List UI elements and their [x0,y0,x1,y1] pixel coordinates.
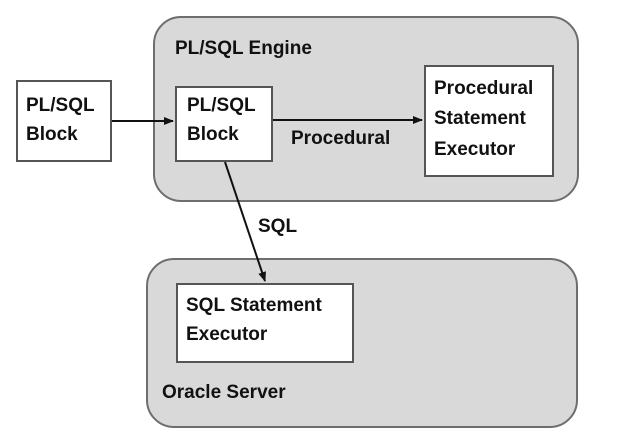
sql-executor-line1: SQL Statement [186,295,322,316]
inner-plsql-block-line1: PL/SQL [187,95,256,116]
procedural-executor-line1: Procedural [434,78,534,99]
plsql-engine-label: PL/SQL Engine [175,38,312,59]
inner-plsql-block-line2: Block [187,124,239,145]
outer-plsql-block: PL/SQL Block [16,80,112,162]
procedural-statement-executor: Procedural Statement Executor [424,65,554,177]
sql-statement-executor: SQL Statement Executor [176,283,354,363]
procedural-executor-line3: Executor [434,139,516,160]
procedural-executor-line2: Statement [434,108,526,129]
procedural-edge-label: Procedural [291,128,391,149]
sql-edge-label: SQL [258,216,298,237]
oracle-server-label: Oracle Server [162,382,286,403]
outer-plsql-block-line2: Block [26,124,78,145]
inner-plsql-block: PL/SQL Block [175,86,273,162]
sql-executor-line2: Executor [186,324,268,345]
outer-plsql-block-line1: PL/SQL [26,95,95,116]
